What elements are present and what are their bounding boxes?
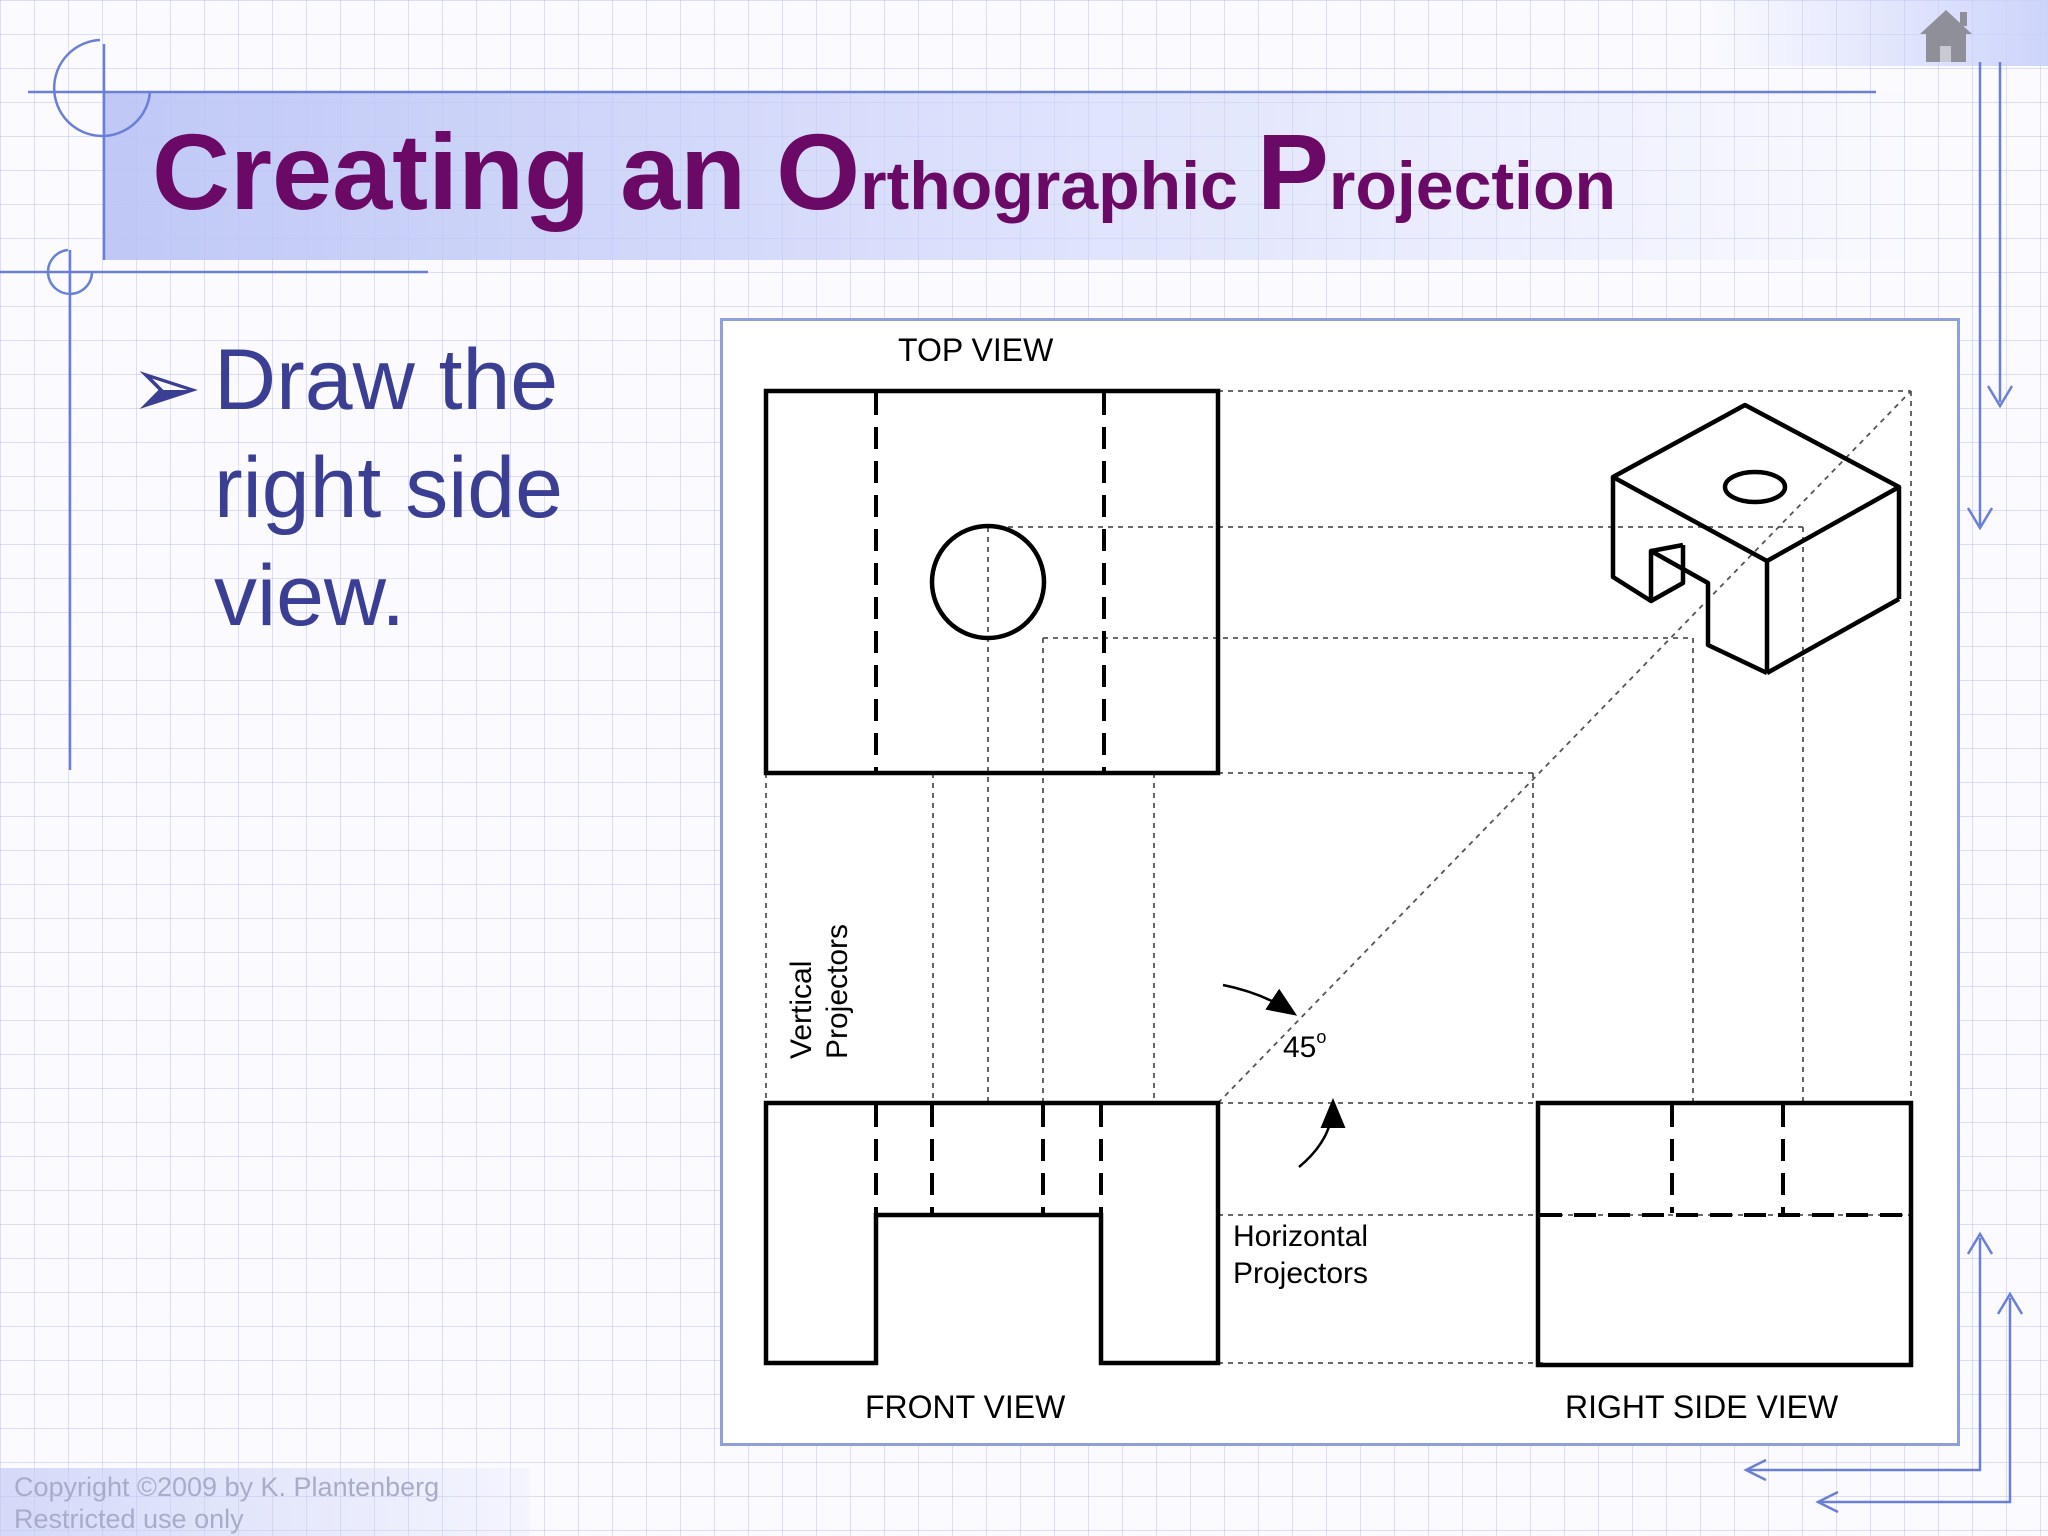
vertical-projectors-line2: Projectors [821,924,854,1059]
title-o-capital: O [776,111,861,232]
bullet-arrow-icon: ➢ [130,340,203,436]
home-icon [1920,10,1972,62]
horizontal-projectors-line2: Projectors [1233,1257,1368,1290]
right-side-view [1535,1100,1914,1368]
title-o-rest: rthographic [860,148,1257,224]
title-p-rest: rojection [1328,148,1617,224]
angle-label: 45o [1283,1027,1326,1064]
front-view-label: FRONT VIEW [865,1389,1066,1425]
top-decorative-strip [1700,0,2048,66]
title-band [104,92,1904,260]
copyright-line-2: Restricted use only [14,1504,244,1534]
front-view [763,1100,1221,1366]
projector-lines [765,390,1913,1364]
circle-ornament-small [46,248,94,296]
bullet-text: Draw the right side view. [214,332,563,644]
isometric-view [1610,402,1902,676]
projection-drawing: TOP VIEW FRONT VIEW RIGHT SIDE VIEW 45o … [763,332,1914,1425]
angle-value: 45 [1283,1031,1316,1064]
figure-labels: TOP VIEW FRONT VIEW RIGHT SIDE VIEW 45o … [785,332,1839,1425]
orthographic-figure: TOP VIEW FRONT VIEW RIGHT SIDE VIEW 45o … [720,318,1960,1446]
vertical-projectors-line1: Vertical [785,961,818,1059]
page-title: Creating an Orthographic Projection [152,118,1616,226]
angle-unit: o [1316,1027,1326,1047]
horizontal-projectors-line1: Horizontal [1233,1220,1368,1253]
home-button[interactable] [1916,6,1976,66]
angle-arrows [1222,983,1346,1168]
copyright-line-1: Copyright ©2009 by K. Plantenberg [14,1472,440,1502]
right-side-view-label: RIGHT SIDE VIEW [1565,1389,1839,1425]
circle-ornament [52,38,152,138]
top-view-label: TOP VIEW [898,332,1054,368]
top-view [763,388,1221,776]
title-p-capital: P [1256,111,1329,232]
copyright-notice: Copyright ©2009 by K. Plantenberg Restri… [0,1468,530,1536]
title-part-1: Creating an [152,111,777,232]
